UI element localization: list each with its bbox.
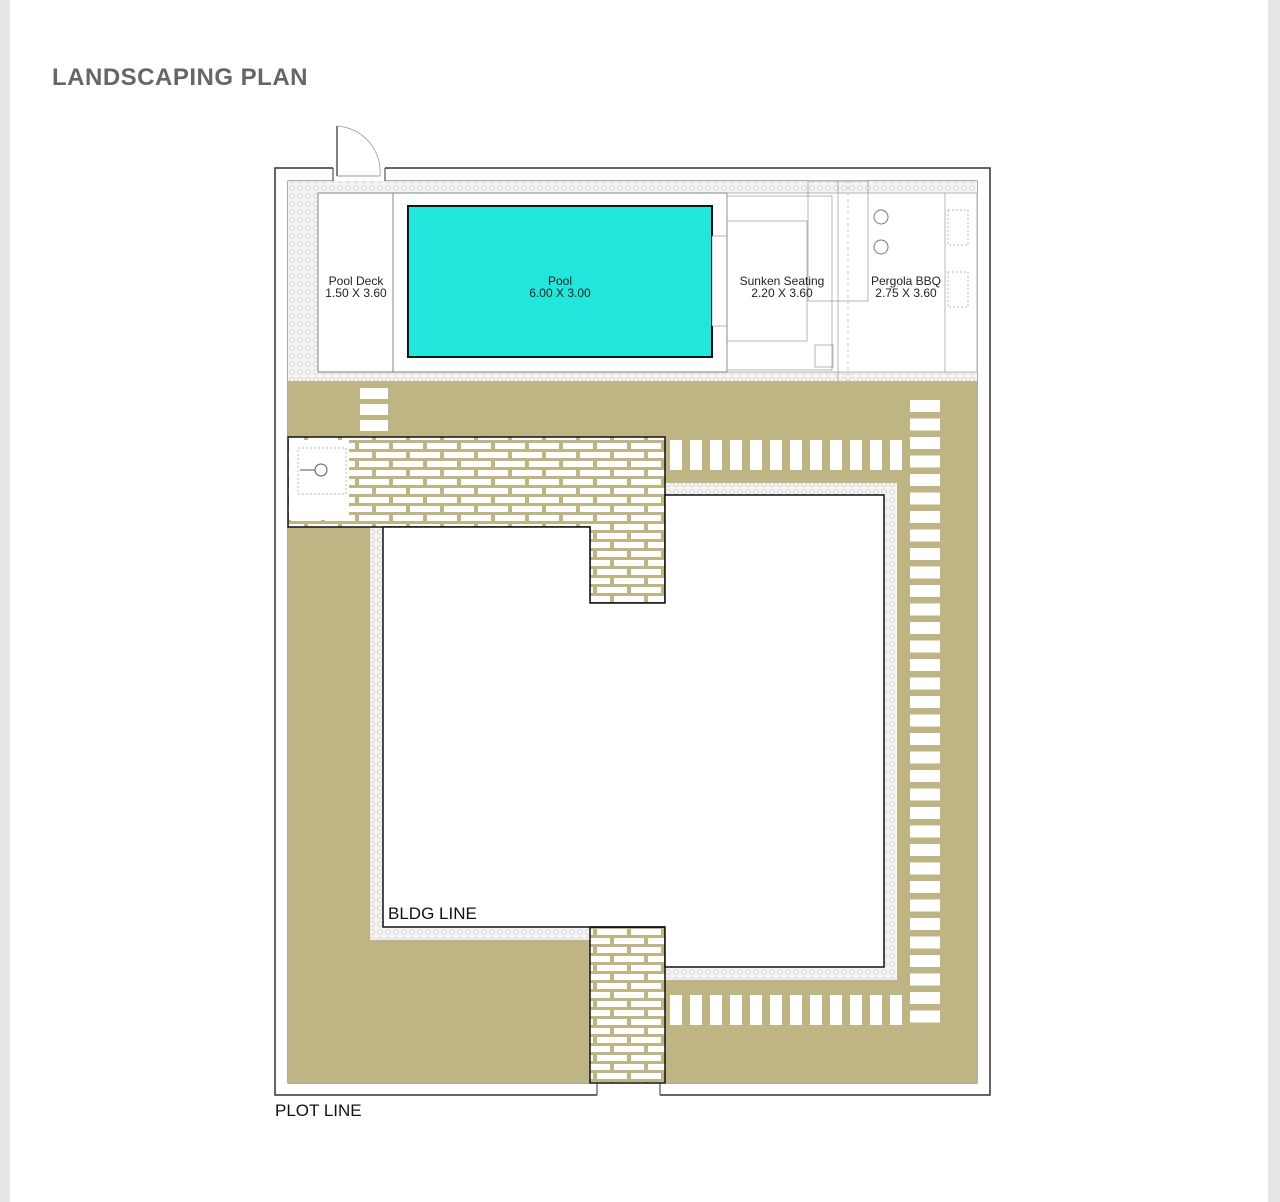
stepping-stone bbox=[890, 995, 902, 1025]
stepping-stone bbox=[910, 881, 940, 893]
stepping-stone bbox=[770, 440, 782, 470]
stepping-stone bbox=[670, 440, 682, 470]
stepping-stone bbox=[850, 440, 862, 470]
stepping-stone bbox=[910, 807, 940, 819]
stepping-stone bbox=[910, 788, 940, 801]
stepping-stone bbox=[690, 440, 702, 470]
stepping-stone bbox=[770, 995, 782, 1025]
stepping-stone bbox=[360, 404, 388, 415]
stepping-stone bbox=[910, 455, 940, 468]
stepping-stone bbox=[910, 529, 940, 542]
pool-size: 6.00 X 3.00 bbox=[529, 286, 591, 300]
stepping-stone bbox=[810, 995, 822, 1025]
stepping-stone bbox=[910, 548, 940, 560]
stepping-stone bbox=[830, 440, 842, 470]
stepping-stone bbox=[910, 566, 940, 579]
stepping-stone bbox=[810, 440, 822, 470]
stepping-stone bbox=[850, 995, 862, 1025]
pergola-bbq-size: 2.75 X 3.60 bbox=[875, 286, 937, 300]
stepping-stone bbox=[670, 995, 682, 1025]
stepping-stone bbox=[710, 995, 722, 1025]
stepping-stone bbox=[910, 474, 940, 486]
pergola-bbq-label: Pergola BBQ bbox=[871, 274, 941, 288]
stepping-stone bbox=[790, 440, 802, 470]
stepping-stone bbox=[360, 388, 388, 399]
stepping-stone bbox=[730, 440, 742, 470]
stepping-stone bbox=[910, 992, 940, 1004]
stepping-stone bbox=[910, 1010, 940, 1023]
stepping-stone bbox=[910, 955, 940, 967]
pool-label: Pool bbox=[548, 274, 572, 288]
stepping-stone bbox=[790, 995, 802, 1025]
stepping-stone bbox=[910, 714, 940, 727]
stepping-stone bbox=[910, 511, 940, 523]
stepping-stone bbox=[910, 640, 940, 653]
stepping-stone bbox=[750, 440, 762, 470]
stepping-stone bbox=[910, 770, 940, 782]
stepping-stone bbox=[890, 440, 902, 470]
building-line-label: BLDG LINE bbox=[388, 904, 477, 923]
stepping-stone bbox=[360, 420, 388, 431]
stepping-stone bbox=[910, 844, 940, 856]
stepping-stone bbox=[910, 918, 940, 930]
zone-labels: Pool Deck 1.50 X 3.60 Pool 6.00 X 3.00 S… bbox=[325, 274, 941, 300]
stepping-stone bbox=[870, 440, 882, 470]
pool-deck-label: Pool Deck bbox=[329, 274, 385, 288]
stepping-stone bbox=[910, 603, 940, 616]
stepping-stone bbox=[910, 622, 940, 634]
page-edge-right bbox=[1268, 0, 1280, 1202]
sunken-seating-label: Sunken Seating bbox=[740, 274, 825, 288]
stepping-stone bbox=[750, 995, 762, 1025]
stepping-stone bbox=[910, 899, 940, 912]
stepping-stone bbox=[910, 751, 940, 764]
stepping-stone bbox=[910, 492, 940, 505]
stepping-stone bbox=[710, 440, 722, 470]
stepping-stone bbox=[690, 995, 702, 1025]
stepping-stone bbox=[910, 862, 940, 875]
stepping-stone bbox=[910, 733, 940, 745]
stepping-stone bbox=[910, 437, 940, 449]
stepping-stone bbox=[910, 936, 940, 949]
stepping-stone bbox=[830, 995, 842, 1025]
utility-box bbox=[289, 440, 349, 520]
stepping-stone bbox=[910, 400, 940, 412]
page-edge-left bbox=[0, 0, 10, 1202]
plot-line-label: PLOT LINE bbox=[275, 1101, 362, 1120]
gate-door bbox=[336, 125, 381, 177]
building-footprint bbox=[382, 494, 885, 968]
stepping-stone bbox=[730, 995, 742, 1025]
stepping-stone bbox=[910, 418, 940, 431]
stepping-stone bbox=[910, 825, 940, 838]
stepping-stone bbox=[870, 995, 882, 1025]
page-title: LANDSCAPING PLAN bbox=[52, 64, 309, 91]
pool-deck-size: 1.50 X 3.60 bbox=[325, 286, 387, 300]
stepping-stone bbox=[910, 659, 940, 671]
stepping-stone bbox=[910, 973, 940, 986]
sunken-seating-size: 2.20 X 3.60 bbox=[751, 286, 813, 300]
stepping-stone bbox=[910, 696, 940, 708]
stepping-stone bbox=[910, 585, 940, 597]
stepping-stone bbox=[910, 677, 940, 690]
pool-area bbox=[288, 180, 978, 381]
stepping-stones bbox=[360, 388, 940, 1025]
